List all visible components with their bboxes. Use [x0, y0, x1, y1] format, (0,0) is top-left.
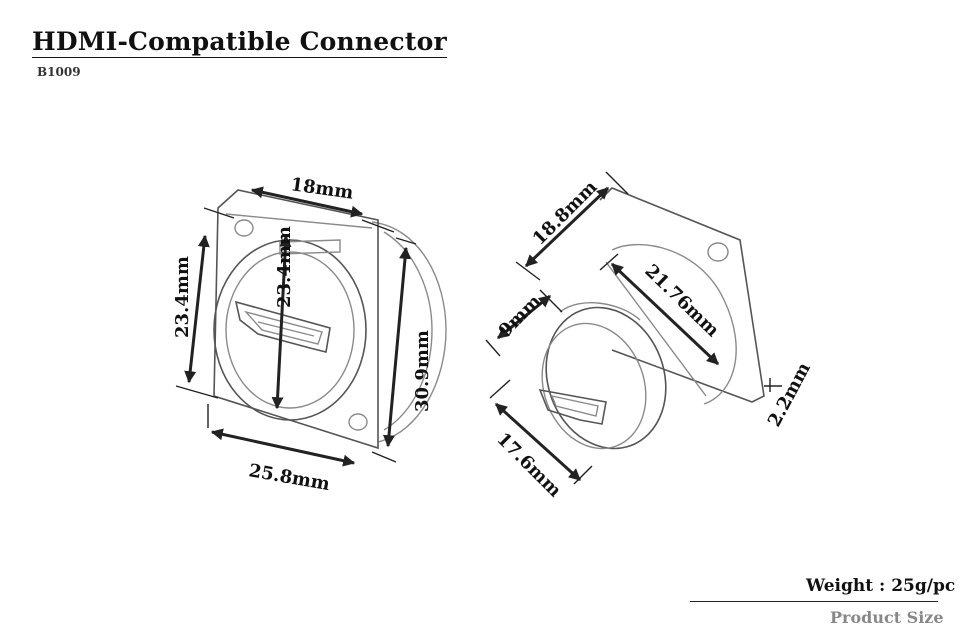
footer-divider — [690, 601, 938, 602]
side-dimension-arrows — [485, 171, 782, 485]
side-view-sketch — [538, 187, 765, 450]
dim-side-front-depth: 9mm — [495, 291, 546, 342]
front-dimension-arrows — [175, 186, 417, 467]
dim-side-front-diameter: 17.6mm — [492, 429, 565, 502]
dim-front-bottom-width: 25.8mm — [247, 460, 331, 495]
dim-side-flange-thickness: 2.2mm — [764, 359, 815, 430]
model-code: B1009 — [37, 65, 81, 79]
product-size-label: Product Size — [830, 608, 944, 627]
dimension-labels: 18mm 23.4mm 23.4mm 30.9mm 25.8mm 18.8mm … — [172, 174, 815, 501]
dim-front-right-height: 30.9mm — [412, 330, 433, 412]
weight-label: Weight : 25g/pc — [806, 576, 956, 596]
dim-side-flange: 18.8mm — [529, 177, 602, 250]
dim-front-left-height: 23.4mm — [172, 256, 193, 338]
dim-front-inner-height: 23.4mm — [274, 226, 295, 308]
page-title: HDMI-Compatible Connector — [32, 27, 447, 58]
